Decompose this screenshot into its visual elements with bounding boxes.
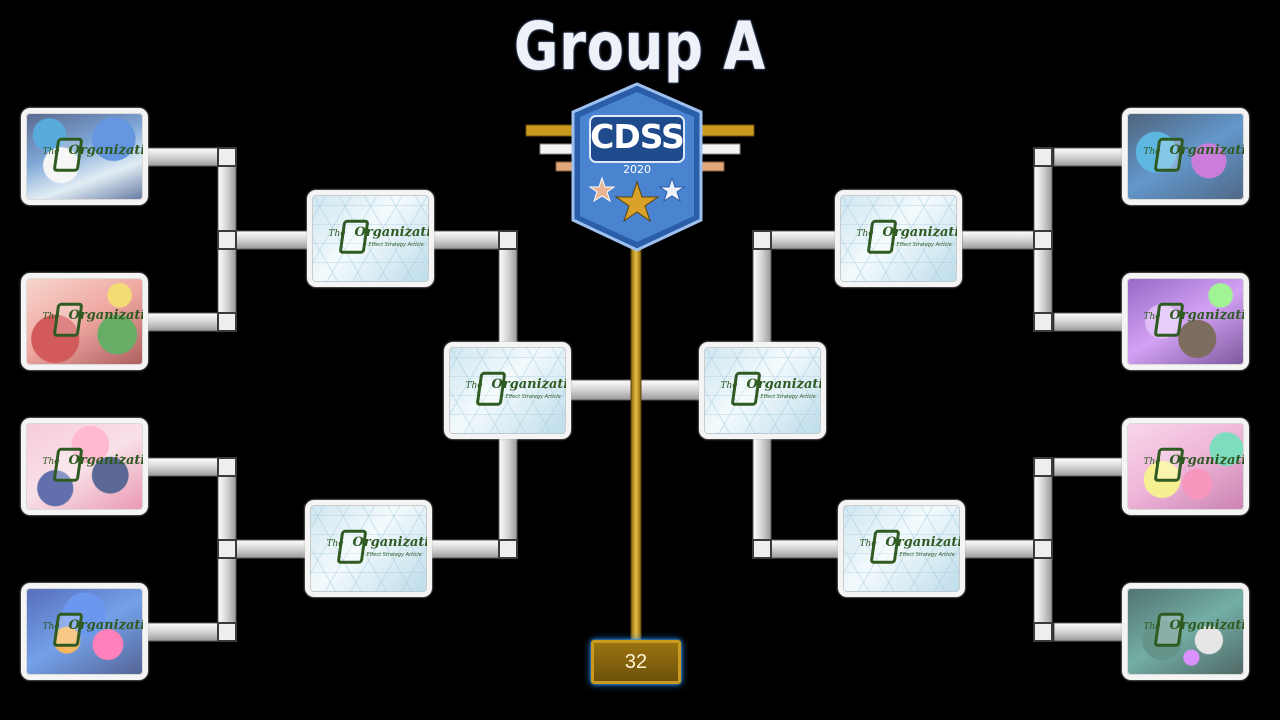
organization-logo: TheOrganizationEffect Strategy Article (850, 525, 960, 565)
player-slot-left-1: TheOrganization (21, 108, 148, 205)
organization-logo: TheOrganization (33, 133, 143, 173)
organization-logo: TheOrganization (1134, 298, 1244, 338)
organization-logo: TheOrganizationEffect Strategy Article (319, 215, 429, 255)
organization-logo: TheOrganization (33, 608, 143, 648)
player-slot-left-4: TheOrganization (21, 583, 148, 680)
organization-logo: TheOrganization (1134, 133, 1244, 173)
slot-round2-left-bottom: TheOrganizationEffect Strategy Article (305, 500, 432, 597)
organization-logo: TheOrganization (33, 443, 143, 483)
organization-logo: TheOrganization (1134, 608, 1244, 648)
slot-final-right: TheOrganizationEffect Strategy Article (699, 342, 826, 439)
player-slot-right-1: TheOrganization (1122, 108, 1249, 205)
organization-logo: TheOrganizationEffect Strategy Article (847, 215, 957, 255)
organization-logo: TheOrganization (33, 298, 143, 338)
badge-year: 2020 (623, 163, 651, 176)
organization-logo: TheOrganizationEffect Strategy Article (456, 367, 566, 407)
organization-logo: TheOrganization (1134, 443, 1244, 483)
player-slot-right-2: TheOrganization (1122, 273, 1249, 370)
player-slot-left-2: TheOrganization (21, 273, 148, 370)
slot-final-left: TheOrganizationEffect Strategy Article (444, 342, 571, 439)
organization-logo: TheOrganizationEffect Strategy Article (317, 525, 427, 565)
slot-round2-right-bottom: TheOrganizationEffect Strategy Article (838, 500, 965, 597)
score-box: 32 (591, 640, 681, 684)
player-slot-right-3: TheOrganization (1122, 418, 1249, 515)
cdss-badge (571, 82, 703, 252)
player-slot-right-4: TheOrganization (1122, 583, 1249, 680)
badge-title: CDSS (590, 117, 685, 156)
group-title: Group A (513, 8, 767, 85)
slot-round2-left-top: TheOrganizationEffect Strategy Article (307, 190, 434, 287)
organization-logo: TheOrganizationEffect Strategy Article (711, 367, 821, 407)
player-slot-left-3: TheOrganization (21, 418, 148, 515)
slot-round2-right-top: TheOrganizationEffect Strategy Article (835, 190, 962, 287)
